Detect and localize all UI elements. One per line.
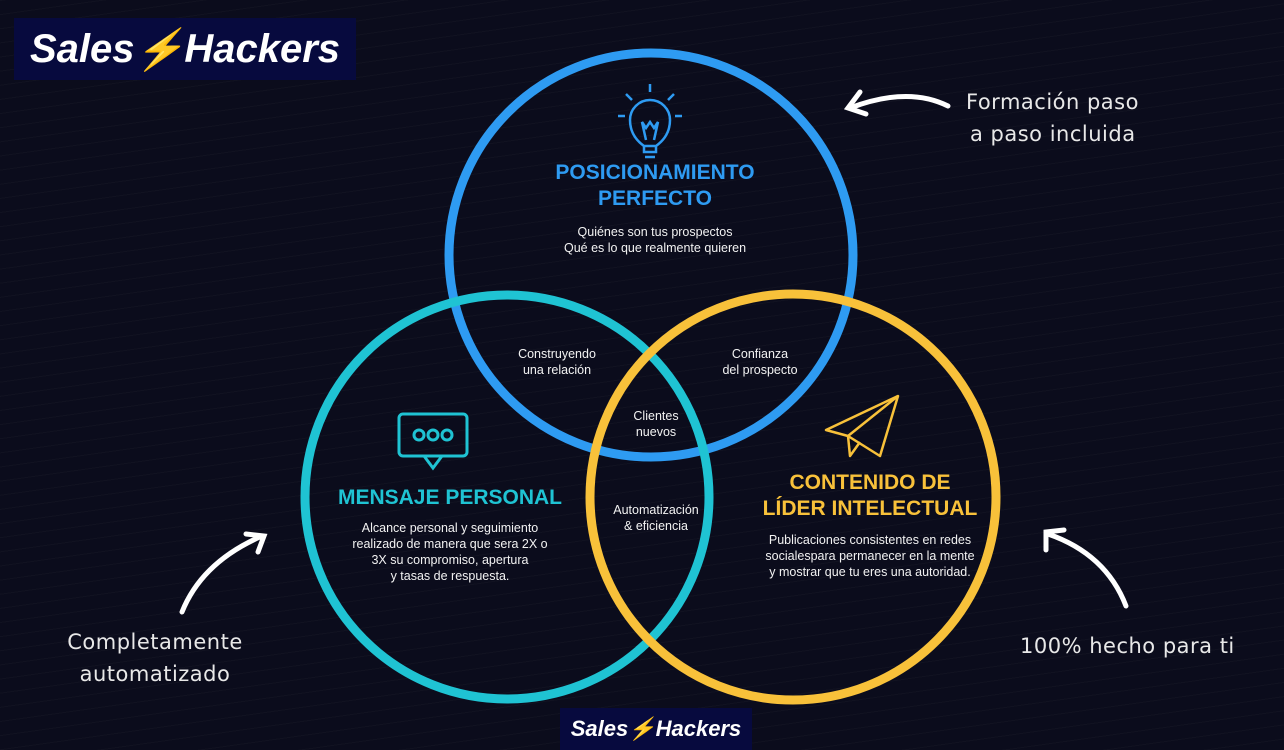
text-line: Completamente (67, 630, 243, 654)
annotation-hecho-para-ti: 100% hecho para ti (1020, 630, 1235, 662)
circle-contenido (585, 289, 1001, 705)
contenido-description: Publicaciones consistentes en redes soci… (720, 532, 1020, 580)
title-line: CONTENIDO DE (789, 471, 951, 494)
annotation-automatizado: Completamente automatizado (60, 626, 250, 690)
text-line: Qué es lo que realmente quieren (563, 241, 747, 255)
arrow-bottom-right (1043, 527, 1129, 609)
text-line: socialespara permanecer en la mente (765, 549, 975, 563)
logo-text-sales: Sales (570, 716, 629, 741)
logo-text-hackers: Hackers (655, 716, 742, 741)
overlap-automatizacion: Automatización & eficiencia (591, 502, 721, 534)
logo-text-hackers: Hackers (184, 26, 341, 71)
posicionamiento-title: POSICIONAMIENTO PERFECTO (500, 160, 810, 212)
text-line: 100% hecho para ti (1020, 634, 1235, 658)
title-line: PERFECTO (598, 187, 712, 210)
saleshackers-logo: Sales⚡Hackers (14, 18, 356, 80)
arrow-bottom-left (179, 531, 268, 615)
text-line: Construyendo (518, 347, 596, 361)
text-line: Quiénes son tus prospectos (577, 225, 733, 239)
text-line: Alcance personal y seguimiento (361, 521, 539, 535)
overlap-clientes: Clientes nuevos (596, 408, 716, 440)
text-line: una relación (522, 363, 592, 377)
lightbulb-icon (618, 84, 682, 159)
contenido-title: CONTENIDO DE LÍDER INTELECTUAL (720, 470, 1020, 522)
text-line: & eficiencia (624, 519, 688, 533)
text-line: Confianza (731, 347, 789, 361)
lightning-bolt-icon: ⚡ (628, 716, 656, 741)
text-line: y tasas de respuesta. (390, 569, 510, 583)
text-line: y mostrar que tu eres una autoridad. (769, 565, 971, 579)
overlap-construyendo: Construyendo una relación (497, 346, 617, 378)
overlap-confianza: Confianza del prospecto (700, 346, 820, 378)
posicionamiento-description: Quiénes son tus prospectos Qué es lo que… (500, 224, 810, 256)
text-line: a paso incluida (970, 122, 1136, 146)
text-line: nuevos (635, 425, 677, 439)
text-line: realizado de manera que sera 2X o (352, 537, 548, 551)
circle-mensaje (300, 290, 714, 704)
annotation-formacion: Formación paso a paso incluida (966, 86, 1139, 150)
paper-plane-icon (824, 394, 900, 458)
text-line: automatizado (79, 662, 231, 686)
mensaje-description: Alcance personal y seguimiento realizado… (320, 520, 580, 584)
mensaje-title: MENSAJE PERSONAL (337, 486, 563, 509)
circle-posicionamiento (444, 48, 858, 462)
saleshackers-logo-bottom: Sales⚡Hackers (560, 708, 752, 750)
text-line: Formación paso (966, 90, 1139, 114)
arrow-top-right (843, 89, 951, 117)
text-line: del prospecto (722, 363, 798, 377)
text-line: 3X su compromiso, apertura (371, 553, 529, 567)
logo-text-sales: Sales (29, 26, 135, 71)
text-line: Publicaciones consistentes en redes (768, 533, 972, 547)
lightning-bolt-icon: ⚡ (134, 27, 185, 72)
text-line: Automatización (613, 503, 699, 517)
text-line: Clientes (633, 409, 679, 423)
title-line: POSICIONAMIENTO (555, 161, 755, 184)
chat-bubble-icon (397, 412, 469, 471)
title-line: LÍDER INTELECTUAL (762, 497, 978, 520)
